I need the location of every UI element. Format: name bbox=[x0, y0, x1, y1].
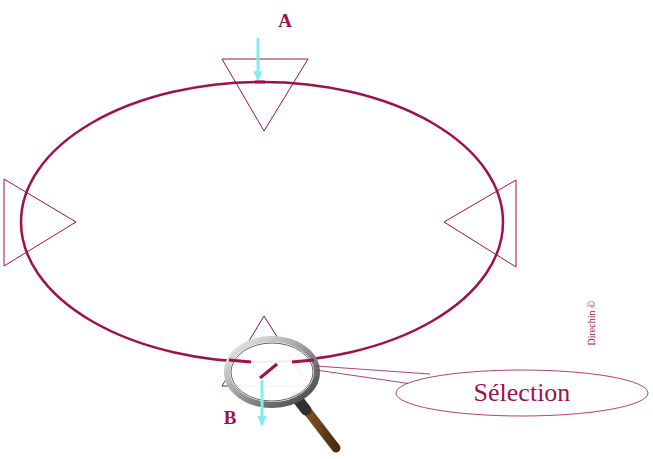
injection-point bbox=[255, 81, 265, 84]
selection-switch bbox=[229, 360, 314, 378]
lens-inner-rim bbox=[231, 343, 313, 401]
magnet-triangles bbox=[4, 59, 516, 386]
storage-ring bbox=[21, 82, 503, 362]
magnet-right bbox=[444, 180, 516, 267]
callout-text: Sélection bbox=[474, 380, 571, 406]
leader-line-lower bbox=[316, 370, 412, 384]
copyright-mark: Direchin © bbox=[587, 300, 597, 345]
extraction-arrow bbox=[261, 380, 264, 425]
beam-label: A bbox=[278, 11, 292, 30]
ring-segment-left bbox=[229, 360, 251, 362]
deflector-segment bbox=[260, 364, 277, 378]
ring-segment-right bbox=[292, 360, 314, 362]
magnet-left bbox=[4, 179, 76, 266]
magnifier-lens bbox=[227, 339, 317, 405]
magnet-top bbox=[222, 59, 308, 131]
beam-label: B bbox=[224, 408, 237, 427]
callout-bubble: Sélection bbox=[395, 369, 649, 417]
injection-arrow bbox=[257, 38, 260, 80]
bubble-ellipse bbox=[396, 370, 648, 416]
